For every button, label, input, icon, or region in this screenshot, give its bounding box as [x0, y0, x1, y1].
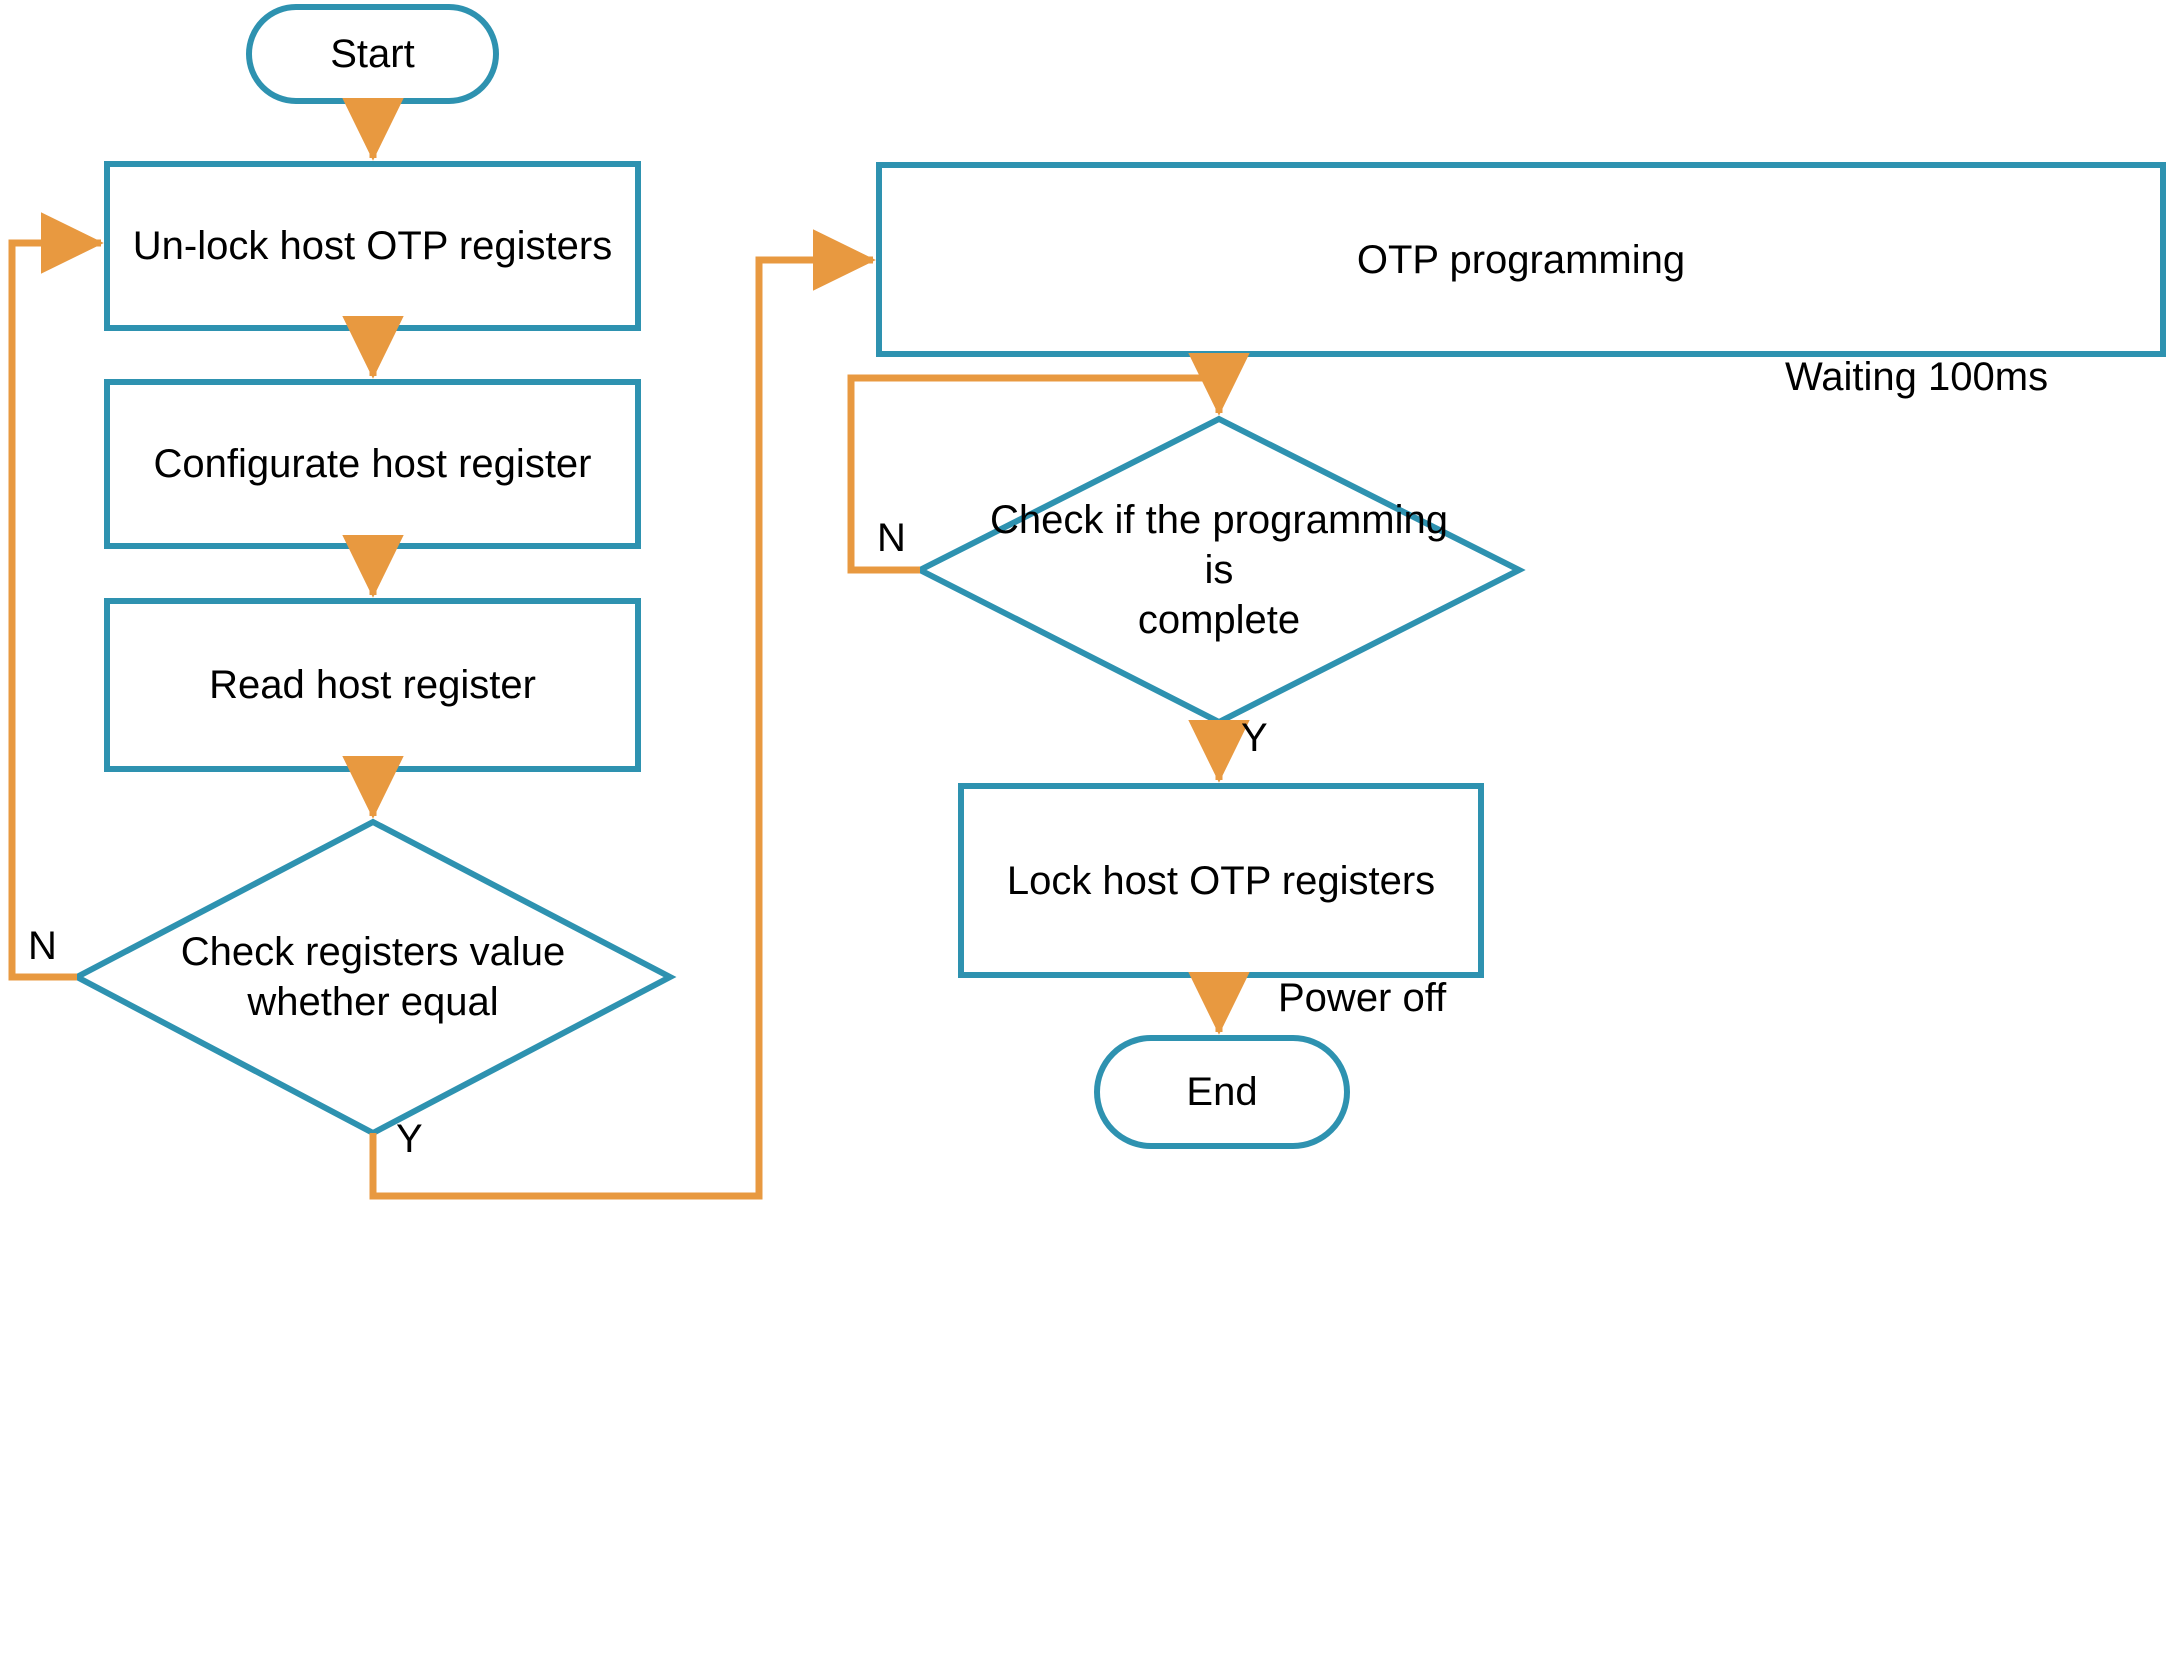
node-check-done-shape[interactable]	[913, 415, 1526, 726]
node-start-shape[interactable]	[246, 4, 499, 104]
edge-check-equal-yes-to-otp-programming	[369, 229, 876, 1200]
node-lock-shape[interactable]	[958, 783, 1484, 978]
edge-label-check-done-yes: Y	[1241, 716, 1268, 760]
edge-label-check-done-no: N	[877, 516, 906, 560]
node-check-equal-shape[interactable]	[70, 818, 677, 1137]
node-configurate-shape[interactable]	[104, 379, 641, 549]
node-otp-programming-shape[interactable]	[876, 162, 2166, 357]
edge-label-waiting-100ms: Waiting 100ms	[1785, 355, 2049, 399]
edge-check-equal-no-to-unlock	[8, 212, 104, 981]
node-end-shape[interactable]	[1094, 1035, 1350, 1149]
node-unlock-shape[interactable]	[104, 161, 641, 331]
edge-label-power-off: Power off	[1278, 976, 1447, 1020]
edge-check-done-no-to-otp-programming	[847, 374, 1219, 574]
edge-label-check-equal-no: N	[28, 924, 57, 968]
node-read-shape[interactable]	[104, 598, 641, 772]
edge-label-check-equal-yes: Y	[396, 1117, 423, 1161]
